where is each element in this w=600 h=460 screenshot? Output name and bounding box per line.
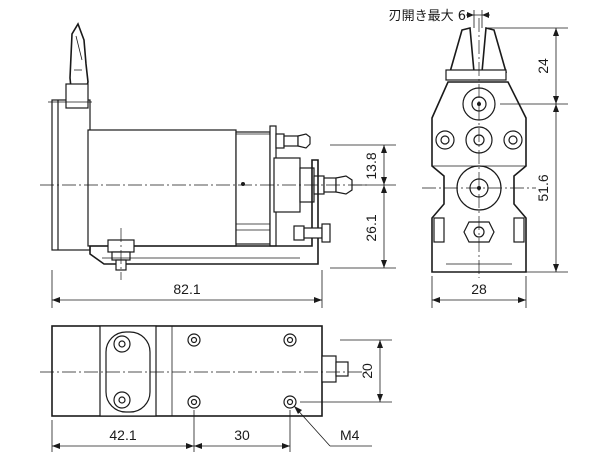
dimension-lines: [51, 10, 568, 452]
dim-bottom-width: 20: [359, 363, 375, 379]
dim-side-height-upper: 13.8: [363, 152, 379, 179]
dim-side-length: 82.1: [173, 281, 200, 297]
side-view: [40, 22, 370, 280]
dim-bottom-offset: 42.1: [109, 427, 136, 443]
dim-front-width: 28: [471, 281, 487, 297]
dim-front-height: 51.6: [535, 174, 551, 201]
jaw-opening-label: 刃開き最大 6: [389, 9, 466, 24]
thread-label: M4: [340, 427, 360, 443]
dim-front-jaw-height: 24: [535, 58, 551, 74]
bottom-view: [40, 325, 368, 417]
front-view: [422, 18, 536, 278]
dim-side-height-lower: 26.1: [363, 214, 379, 241]
dim-bottom-pitch: 30: [234, 427, 250, 443]
